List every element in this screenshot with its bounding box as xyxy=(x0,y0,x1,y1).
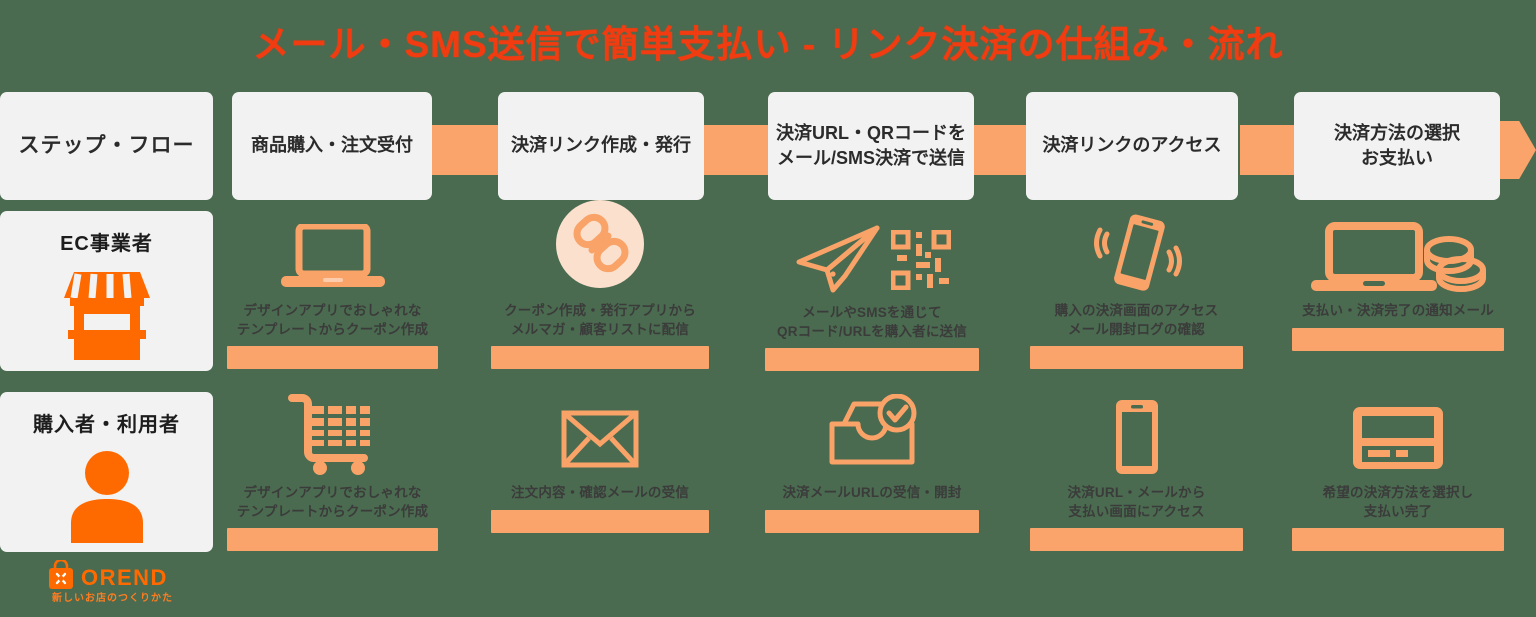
cell-ec-3: メールやSMSを通じて QRコード/URLを購入者に送信 xyxy=(765,222,979,372)
cell-buyer-2-caption: 注文内容・確認メールの受信 xyxy=(510,485,690,500)
cell-ec-4-caption: 購入の決済画面のアクセス メール開封ログの確認 xyxy=(1054,303,1219,337)
cell-ec-2: クーポン作成・発行アプリから メルマガ・顧客リストに配信 xyxy=(491,200,709,370)
cell-ec-5: 支払い・決済完了の通知メール xyxy=(1292,222,1504,351)
shopping-cart-icon xyxy=(286,394,380,476)
step-connector-2 xyxy=(700,125,780,175)
laptop-icon xyxy=(279,222,387,292)
step-box-2[interactable]: 決済リンク作成・発行 xyxy=(498,92,704,200)
cell-buyer-1-underbar xyxy=(227,528,438,552)
cell-buyer-5-caption: 希望の決済方法を選択し 支払い完了 xyxy=(1322,485,1474,519)
cell-ec-5-caption: 支払い・決済完了の通知メール xyxy=(1302,303,1494,318)
step-label-5: 決済方法の選択 お支払い xyxy=(1334,122,1460,168)
person-icon xyxy=(67,437,147,552)
cell-buyer-4-underbar xyxy=(1030,528,1243,552)
cell-buyer-2: 注文内容・確認メールの受信 xyxy=(491,394,709,533)
cell-ec-1-caption: デザインアプリでおしゃれな テンプレートからクーポン作成 xyxy=(236,303,429,337)
step-label-1: 商品購入・注文受付 xyxy=(251,135,413,156)
step-connector-1 xyxy=(430,125,510,175)
page-title: メール・SMS送信で簡単支払い - リンク決済の仕組み・流れ xyxy=(252,24,1284,65)
credit-card-icon xyxy=(1350,394,1446,476)
cell-buyer-4: 決済URL・メールから 支払い画面にアクセス xyxy=(1030,394,1243,552)
cell-buyer-3-caption: 決済メールURLの受信・開封 xyxy=(782,485,962,500)
cell-ec-3-underbar xyxy=(765,348,979,372)
envelope-icon xyxy=(561,394,639,476)
row-label-ec-merchant: EC事業者 xyxy=(0,211,213,371)
cell-ec-4-underbar xyxy=(1030,346,1243,370)
step-label-3: 決済URL・QRコードを メール/SMS決済で送信 xyxy=(776,122,966,168)
smartphone-icon xyxy=(1114,394,1160,476)
cell-ec-5-underbar xyxy=(1292,327,1504,351)
cell-ec-2-caption: クーポン作成・発行アプリから メルマガ・顧客リストに配信 xyxy=(504,303,696,337)
inbox-check-icon xyxy=(826,394,918,476)
cell-buyer-3: 決済メールURLの受信・開封 xyxy=(765,394,979,533)
step-box-1[interactable]: 商品購入・注文受付 xyxy=(232,92,432,200)
cell-buyer-4-caption: 決済URL・メールから 支払い画面にアクセス xyxy=(1067,485,1206,519)
chain-link-icon xyxy=(552,200,648,296)
cell-ec-4: 購入の決済画面のアクセス メール開封ログの確認 xyxy=(1030,214,1243,370)
cell-buyer-5-underbar xyxy=(1292,528,1504,552)
storefront-icon xyxy=(63,256,150,371)
cell-ec-1-underbar xyxy=(227,346,438,370)
row-label-ec-merchant-title: EC事業者 xyxy=(60,233,153,255)
cell-buyer-5: 希望の決済方法を選択し 支払い完了 xyxy=(1292,394,1504,552)
step-box-5[interactable]: 決済方法の選択 お支払い xyxy=(1294,92,1500,200)
laptop-coins-icon xyxy=(1309,222,1487,292)
brand-logo[interactable]: OREND xyxy=(48,558,168,595)
row-label-buyer: 購入者・利用者 xyxy=(0,392,213,552)
cell-ec-3-caption: メールやSMSを通じて QRコード/URLを購入者に送信 xyxy=(777,305,967,339)
step-label-4: 決済リンクのアクセス xyxy=(1042,135,1222,156)
step-flow-header-box: ステップ・フロー xyxy=(0,92,213,200)
paper-plane-qr-icon xyxy=(793,222,951,294)
cell-ec-2-underbar xyxy=(491,346,709,370)
cell-buyer-1: デザインアプリでおしゃれな テンプレートからクーポン作成 xyxy=(227,394,438,552)
brand-tagline: 新しいお店のつくりかた xyxy=(52,593,173,604)
step-box-4[interactable]: 決済リンクのアクセス xyxy=(1026,92,1238,200)
brand-name: OREND xyxy=(81,564,168,590)
shopping-bag-icon xyxy=(48,558,74,595)
flow-arrow-head-icon xyxy=(1494,121,1536,179)
cell-ec-1: デザインアプリでおしゃれな テンプレートからクーポン作成 xyxy=(227,222,438,370)
vibrating-phone-icon xyxy=(1087,214,1187,296)
row-label-buyer-title: 購入者・利用者 xyxy=(33,414,180,436)
step-label-2: 決済リンク作成・発行 xyxy=(511,135,691,156)
cell-buyer-1-caption: デザインアプリでおしゃれな テンプレートからクーポン作成 xyxy=(236,485,429,519)
cell-buyer-3-underbar xyxy=(765,509,979,533)
step-flow-header-label: ステップ・フロー xyxy=(18,134,195,158)
step-box-3[interactable]: 決済URL・QRコードを メール/SMS決済で送信 xyxy=(768,92,974,200)
cell-buyer-2-underbar xyxy=(491,509,709,533)
